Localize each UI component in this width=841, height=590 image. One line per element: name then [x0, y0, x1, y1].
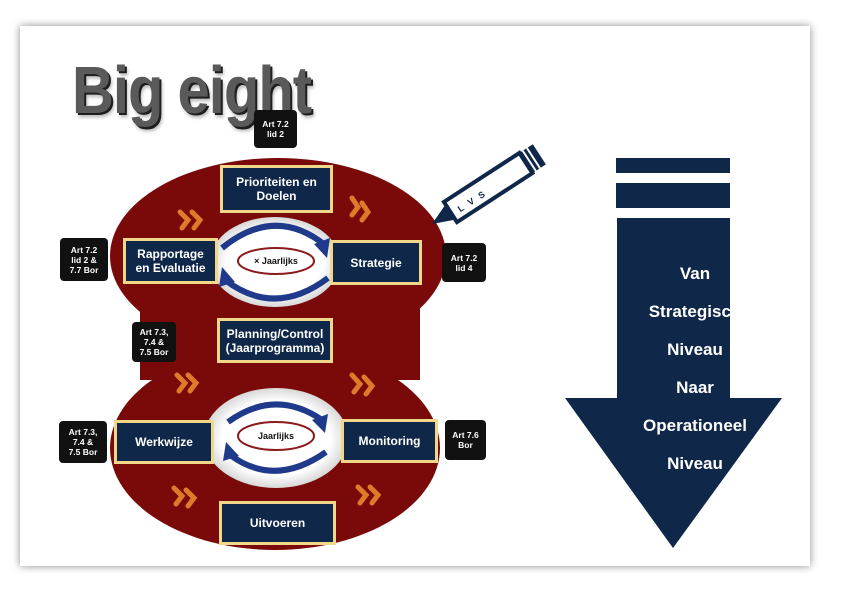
- step-planning: Planning/Control (Jaarprogramma): [217, 318, 333, 363]
- article-label-7-2-lid-2-7-7: Art 7.2 lid 2 & 7.7 Bor: [60, 238, 108, 281]
- article-label-7-6: Art 7.6 Bor: [445, 420, 486, 460]
- step-strategie: Strategie: [330, 240, 422, 285]
- article-label-7-2-lid-2: Art 7.2 lid 2: [254, 110, 297, 148]
- step-werkwijze: Werkwijze: [114, 420, 214, 464]
- lower-cycle-oval: [237, 421, 315, 451]
- level-arrow: [565, 158, 782, 548]
- waist-notch-left: [100, 300, 130, 380]
- step-monitoring: Monitoring: [341, 419, 438, 463]
- arrow-line-4: Naar: [676, 378, 714, 397]
- arrow-line-1: Van: [679, 264, 711, 283]
- lower-cycle-arrows: [223, 401, 328, 474]
- arrow-line-5: Operationeel: [643, 416, 747, 435]
- arrow-line-2: Strategisch: [648, 302, 742, 321]
- upper-cycle-oval: [237, 247, 315, 275]
- arrow-line-6: Niveau: [667, 454, 723, 473]
- waist-notch-right: [425, 300, 460, 380]
- step-uitvoeren: Uitvoeren: [219, 501, 336, 545]
- article-label-7-3-left: Art 7.3, 7.4 & 7.5 Bor: [132, 322, 176, 362]
- chevron-icons: [171, 195, 382, 509]
- step-prioriteiten: Prioriteiten en Doelen: [220, 165, 333, 213]
- article-label-7-3-bottom: Art 7.3, 7.4 & 7.5 Bor: [59, 421, 107, 463]
- upper-cycle-arrows: [219, 222, 330, 302]
- lvs-pencil-icon: [432, 144, 546, 225]
- lower-cycle-label: Jaarlijks: [257, 431, 295, 441]
- article-label-7-2-lid-4: Art 7.2 lid 4: [442, 243, 486, 282]
- upper-cycle-label: × Jaarlijks: [254, 256, 298, 266]
- arrow-line-3: Niveau: [667, 340, 723, 359]
- step-rapportage: Rapportage en Evaluatie: [123, 238, 218, 284]
